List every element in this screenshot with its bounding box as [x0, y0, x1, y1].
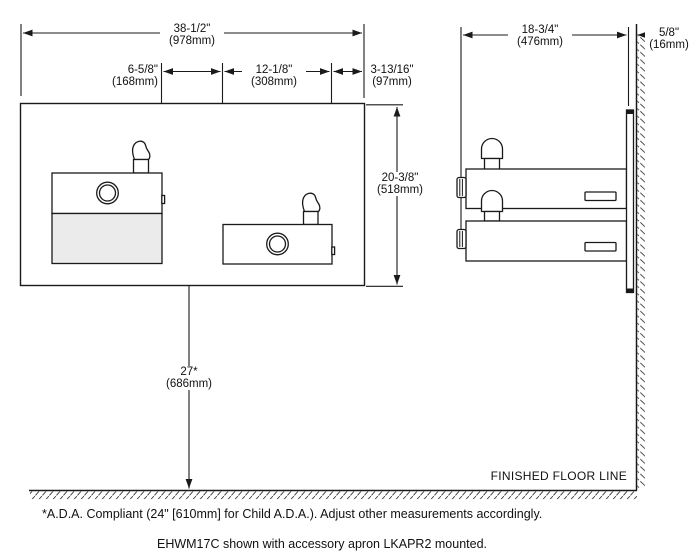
- dim-unit-gap-inches: 6-5/8": [127, 64, 158, 76]
- adult-unit: [51, 140, 166, 265]
- side-lower-bubbler-icon: [480, 189, 504, 213]
- dim-right-offset-mm: (97mm): [372, 76, 412, 88]
- dim-right-offset-label: 3-13/16" (97mm): [366, 64, 418, 88]
- floor-hatching: [30, 491, 637, 500]
- wall-section: [635, 24, 645, 491]
- model-note: EHWM17C shown with accessory apron LKAPR…: [156, 537, 487, 551]
- dim-child-width-mm: (308mm): [250, 76, 297, 88]
- dim-wall-thickness-mm: (16mm): [649, 39, 689, 51]
- dim-child-width-inches: 12-1/8": [255, 64, 293, 76]
- dim-depth-label: 18-3/4" (476mm): [508, 24, 572, 48]
- side-lower-unit: [456, 189, 628, 262]
- dim-unit-gap-mm: (168mm): [111, 76, 158, 88]
- side-view: [456, 109, 635, 294]
- accessory-apron: [51, 212, 163, 265]
- side-upper-pushbutton: [456, 176, 467, 199]
- child-bubbler-icon: [302, 192, 321, 213]
- dim-rim-height-mm: (686mm): [165, 378, 212, 390]
- dim-child-width-label: 12-1/8" (308mm): [242, 64, 306, 88]
- child-unit: [222, 192, 336, 265]
- mounting-plate: [625, 109, 635, 294]
- dim-right-offset-inches: 3-13/16": [370, 64, 414, 76]
- dim-rim-height-label: 27* (686mm): [158, 366, 220, 390]
- dim-wall-thickness-label: 5/8" (16mm): [645, 27, 693, 51]
- dim-wall-thickness-inches: 5/8": [658, 27, 680, 39]
- floor-line-group: [29, 489, 637, 500]
- wall-hatching: [637, 36, 645, 488]
- side-lower-pushbutton: [456, 228, 467, 250]
- adult-bubbler-icon: [132, 140, 151, 161]
- side-upper-bubbler-icon: [480, 137, 504, 160]
- ada-note: *A.D.A. Compliant (24" [610mm] for Child…: [42, 507, 543, 521]
- dim-overall-width-mm: (978mm): [168, 35, 215, 47]
- dim-panel-height-label: 20-3/8" (518mm): [369, 172, 431, 196]
- dim-unit-gap-label: 6-5/8" (168mm): [94, 64, 158, 88]
- dim-overall-width-inches: 38-1/2": [173, 23, 211, 35]
- dim-panel-height-mm: (518mm): [376, 184, 423, 196]
- finished-floor-label: FINISHED FLOOR LINE: [490, 469, 627, 483]
- dim-overall-width-label: 38-1/2" (978mm): [160, 23, 224, 47]
- front-view: [19, 102, 366, 287]
- dim-depth-inches: 18-3/4": [521, 24, 559, 36]
- dim-depth-mm: (476mm): [516, 36, 563, 48]
- dim-panel-height-inches: 20-3/8": [381, 172, 419, 184]
- dim-rim-height-inches: 27*: [180, 366, 198, 378]
